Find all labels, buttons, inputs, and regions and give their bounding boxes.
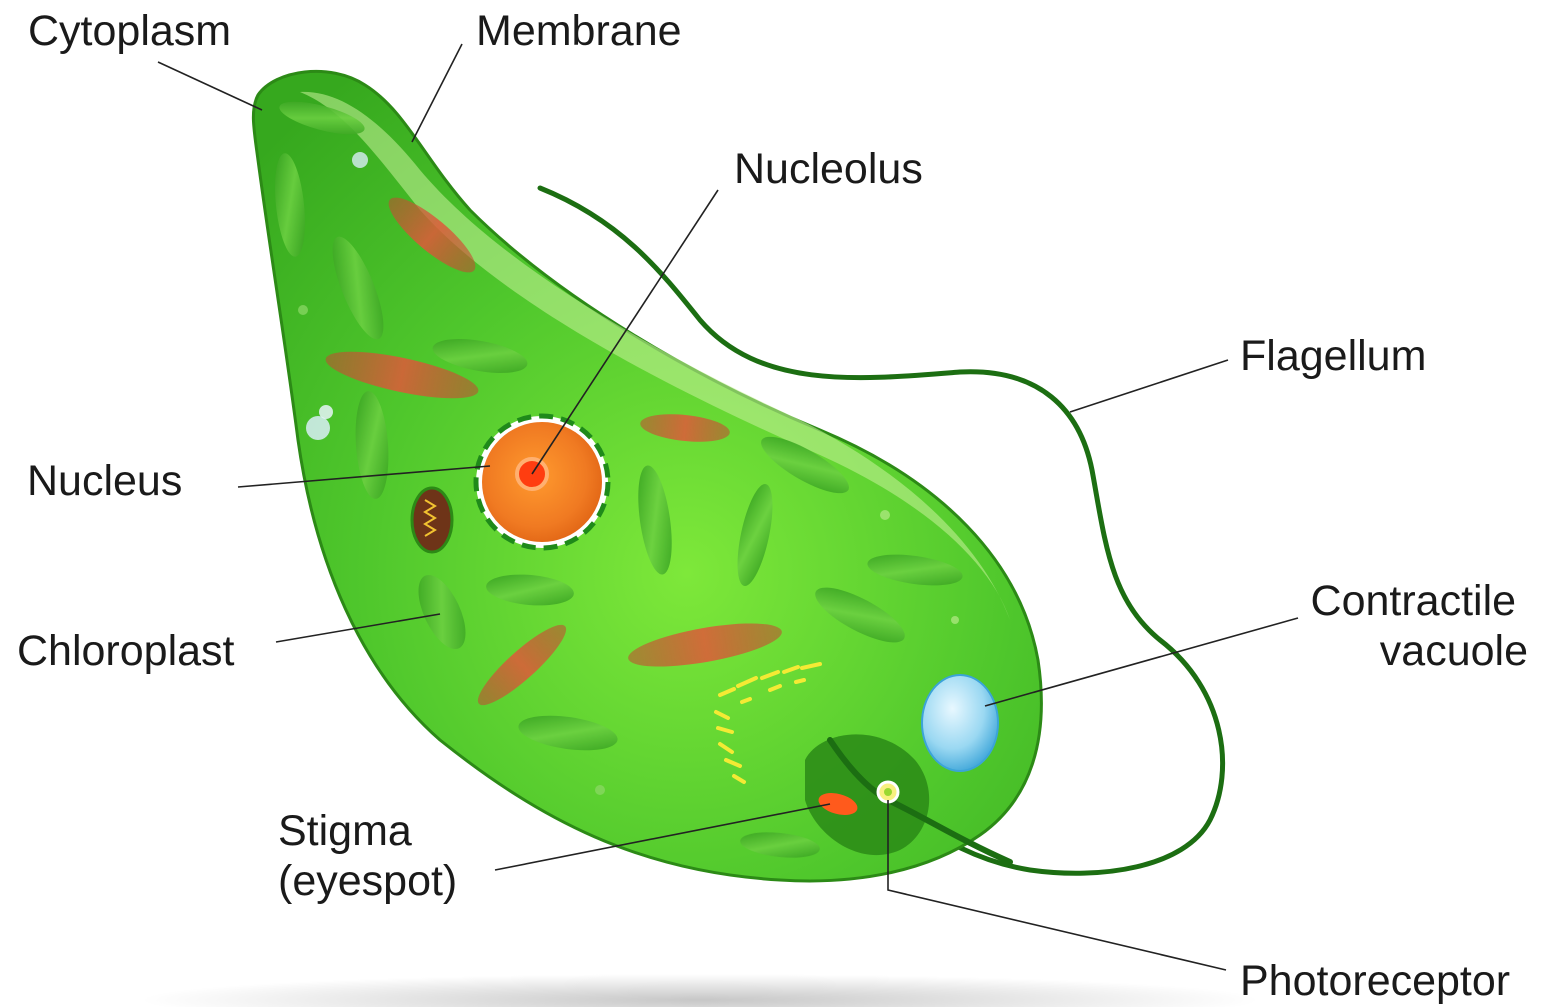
ground-shadow	[140, 974, 1260, 1007]
photoreceptor	[878, 782, 898, 802]
label-contractile-vacuole: Contractile vacuole	[1311, 577, 1528, 675]
label-nucleus: Nucleus	[27, 457, 182, 505]
nucleus	[476, 416, 608, 548]
label-photoreceptor: Photoreceptor	[1240, 957, 1510, 1005]
label-chloroplast: Chloroplast	[17, 627, 235, 675]
contractile-vacuole	[922, 675, 998, 771]
label-membrane: Membrane	[476, 7, 682, 55]
label-nucleolus: Nucleolus	[734, 145, 923, 193]
label-stigma: Stigma (eyespot)	[278, 807, 457, 905]
label-flagellum: Flagellum	[1240, 332, 1426, 380]
mitochondrion	[412, 488, 452, 552]
label-cytoplasm: Cytoplasm	[28, 7, 231, 55]
